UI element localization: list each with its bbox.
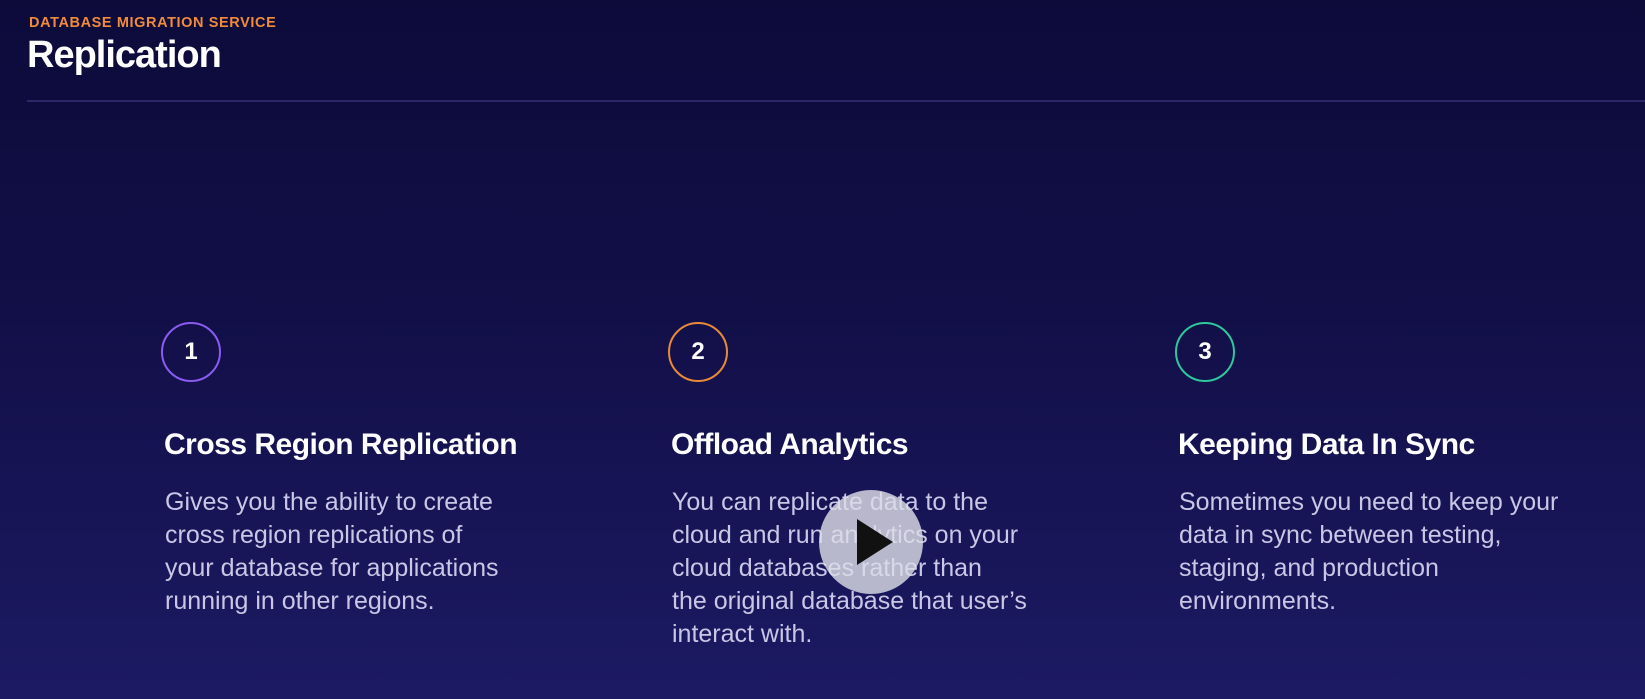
description-line: Gives you the ability to create (165, 488, 493, 516)
step-number-badge: 1 (161, 322, 221, 382)
page-title: Replication (27, 34, 222, 76)
card-title: Cross Region Replication (164, 428, 518, 461)
description-line: your database for applications (165, 554, 499, 582)
card-description: Sometimes you need to keep your data in … (1179, 486, 1619, 618)
card-description: Gives you the ability to create cross re… (165, 486, 605, 618)
description-line: cross region replications of (165, 521, 463, 549)
eyebrow-label: DATABASE MIGRATION SERVICE (29, 15, 277, 31)
description-line: running in other regions. (165, 587, 435, 615)
header-divider (27, 100, 1645, 102)
description-line: data in sync between testing, (1179, 521, 1502, 549)
description-line: the original database that user’s (672, 587, 1027, 615)
description-line: interact with. (672, 620, 813, 648)
description-line: environments. (1179, 587, 1337, 615)
step-number-badge: 2 (668, 322, 728, 382)
step-number-badge: 3 (1175, 322, 1235, 382)
play-icon (857, 519, 893, 565)
description-line: staging, and production (1179, 554, 1439, 582)
play-video-button[interactable] (819, 490, 923, 594)
card-title: Keeping Data In Sync (1178, 428, 1475, 461)
card-title: Offload Analytics (671, 428, 909, 461)
description-line: Sometimes you need to keep your (1179, 488, 1559, 516)
